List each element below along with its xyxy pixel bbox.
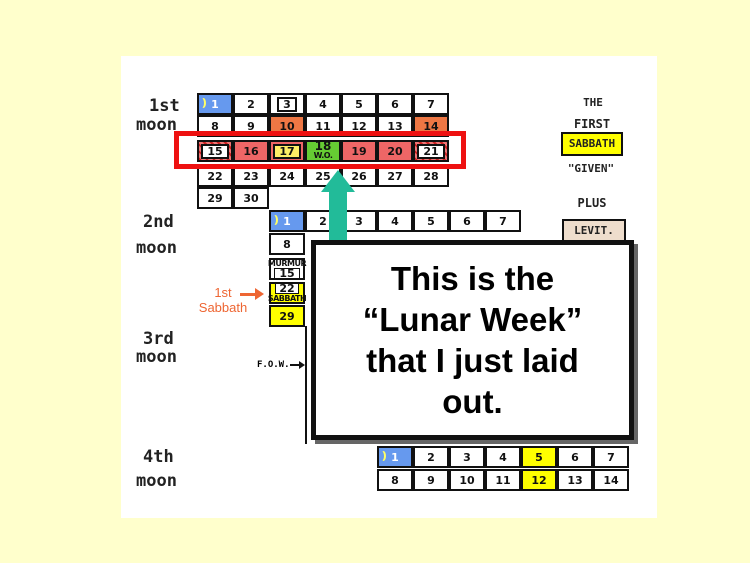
m2-day-6: 6 — [449, 210, 485, 232]
m4-day-11: 11 — [485, 469, 521, 491]
m1-day-19: 19 — [341, 140, 377, 162]
m2-day-22-text: 22 — [275, 283, 299, 294]
lunar-week-highlight — [174, 131, 466, 169]
m2-day-8: 8 — [269, 233, 305, 255]
m1-day-1: 1 — [197, 93, 233, 115]
m1-day-21-text: 21 — [417, 143, 445, 159]
first-sabbath-note-line1: 1st — [214, 285, 232, 300]
side-note-sabbath: SABBATH — [561, 132, 623, 156]
m1-day-18-note: W.O. — [313, 151, 333, 160]
m2-day-22: 22 SABBATH — [267, 282, 307, 304]
m4-day-5: 5 — [521, 446, 557, 468]
m4-day-2: 2 — [413, 446, 449, 468]
callout-line-4: out. — [442, 383, 503, 420]
m1-day-6: 6 — [377, 93, 413, 115]
m1-day-17-text: 17 — [273, 143, 301, 159]
m2-day-5: 5 — [413, 210, 449, 232]
m1-day-15: 15 — [197, 140, 233, 162]
m4-day-9: 9 — [413, 469, 449, 491]
m4-day-7: 7 — [593, 446, 629, 468]
first-sabbath-note-line2: Sabbath — [198, 300, 248, 315]
m1-day-5: 5 — [341, 93, 377, 115]
moon-label-4-word: moon — [136, 471, 177, 491]
m2-day-4: 4 — [377, 210, 413, 232]
callout-line-1: This is the — [390, 260, 555, 297]
m1-day-17: 17 — [269, 140, 305, 162]
m2-sabbath-note: SABBATH — [267, 294, 307, 303]
m3-grid-edge — [305, 326, 313, 444]
callout-line-3: that I just laid — [366, 342, 579, 379]
m4-day-1: 1 — [377, 446, 413, 468]
side-note-first: FIRST — [573, 117, 611, 131]
fow-arrow-icon — [299, 361, 305, 369]
callout-arrow-shaft — [329, 189, 347, 241]
m4-day-13: 13 — [557, 469, 593, 491]
m2-day-1: 1 — [269, 210, 305, 232]
m2-day-15-text: 15 — [274, 268, 300, 279]
arrow-up-icon — [321, 170, 355, 192]
m1-day-2: 2 — [233, 93, 269, 115]
m1-day-20: 20 — [377, 140, 413, 162]
side-note-the: THE — [583, 96, 603, 109]
m1-day-18-text: 18 — [314, 139, 332, 153]
m4-day-14: 14 — [593, 469, 629, 491]
fow-label: F.O.W. — [257, 360, 290, 370]
m1-day-29: 29 — [197, 187, 233, 209]
m4-day-10: 10 — [449, 469, 485, 491]
callout-line-2: “Lunar Week” — [362, 301, 583, 338]
moon-label-1-num: 1st — [149, 96, 180, 116]
m1-day-7: 7 — [413, 93, 449, 115]
moon-label-3-word: moon — [136, 347, 177, 367]
side-note-given: "GIVEN" — [567, 162, 615, 175]
m4-day-3: 3 — [449, 446, 485, 468]
m1-day-18: 18 W.O. — [305, 140, 341, 162]
m1-day-4: 4 — [305, 93, 341, 115]
m4-day-6: 6 — [557, 446, 593, 468]
fow-arrow-shaft — [290, 364, 300, 366]
m1-day-21: 21 — [413, 140, 449, 162]
m2-murmur-note: MURMUR — [267, 259, 307, 268]
moon-label-4-num: 4th — [143, 447, 174, 467]
m1-day-30: 30 — [233, 187, 269, 209]
m1-day-15-text: 15 — [201, 143, 229, 159]
m1-day-3: 3 — [269, 93, 305, 115]
first-sabbath-arrow-icon — [255, 288, 264, 300]
m2-day-29: 29 — [269, 305, 305, 327]
moon-label-1-word: moon — [136, 115, 177, 135]
m1-day-16: 16 — [233, 140, 269, 162]
moon-label-3-num: 3rd — [143, 329, 174, 349]
m4-day-4: 4 — [485, 446, 521, 468]
m1-day-3-text: 3 — [277, 96, 297, 112]
callout-box: This is the “Lunar Week” that I just lai… — [311, 240, 634, 440]
moon-label-2-word: moon — [136, 238, 177, 258]
m2-day-7: 7 — [485, 210, 521, 232]
first-sabbath-note: 1st Sabbath — [193, 285, 253, 315]
m2-day-15: MURMUR 15 — [267, 258, 307, 280]
m4-day-12: 12 — [521, 469, 557, 491]
m4-day-8: 8 — [377, 469, 413, 491]
first-sabbath-arrow-shaft — [240, 293, 256, 296]
side-note-plus: PLUS — [577, 196, 607, 210]
moon-label-2-num: 2nd — [143, 212, 174, 232]
